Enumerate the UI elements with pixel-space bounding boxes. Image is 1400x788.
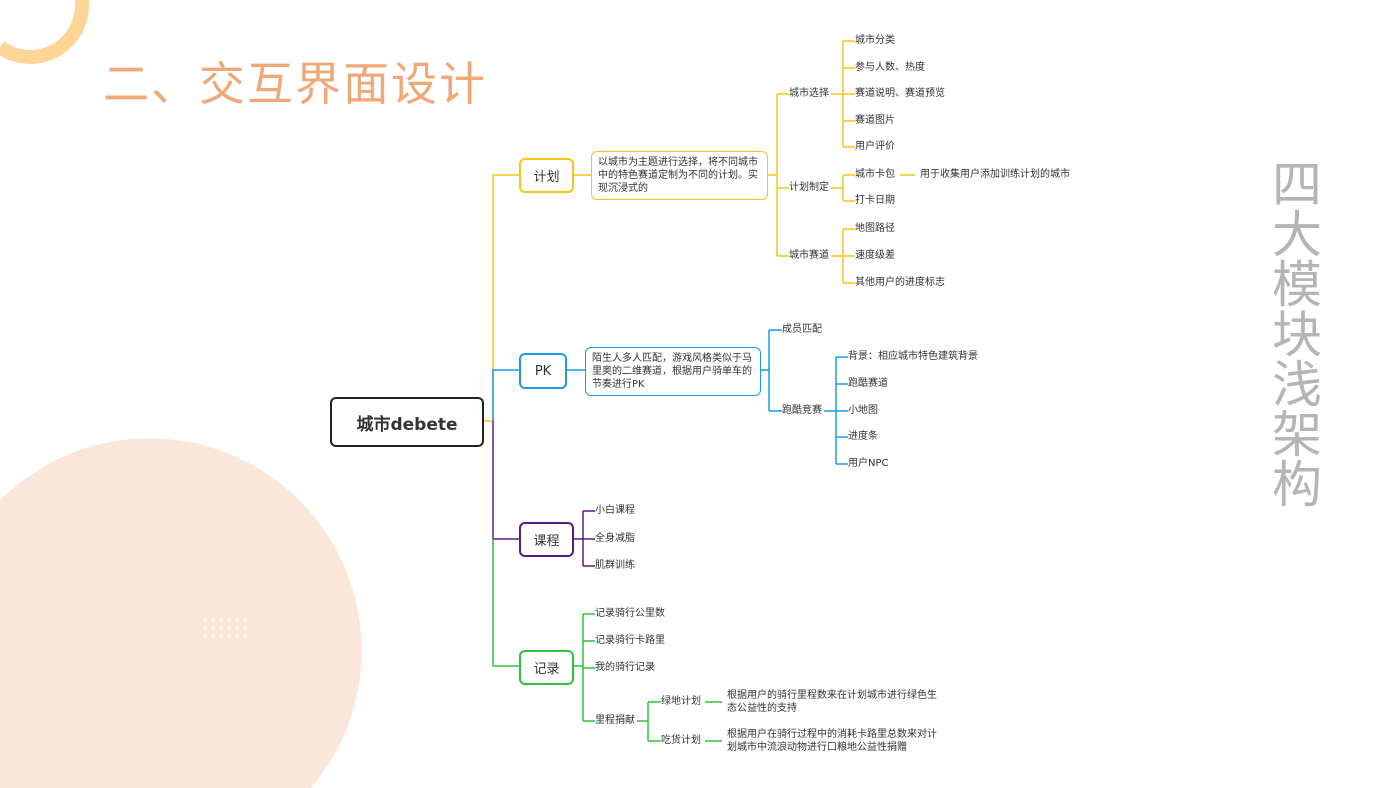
record-item[interactable]: 我的骑行记录 xyxy=(595,662,655,673)
plan-item[interactable]: 打卡日期 xyxy=(855,195,895,206)
plan-item[interactable]: 速度级差 xyxy=(855,250,895,261)
pk-item[interactable]: 用户NPC xyxy=(848,458,889,469)
plan-item[interactable]: 赛道说明、赛道预览 xyxy=(855,88,945,99)
food-plan-description: 根据用户在骑行过程中的消耗卡路里总数来对计划城市中流浪动物进行口粮地公益性捐赠 xyxy=(727,729,937,753)
pk-item[interactable]: 小地图 xyxy=(848,405,878,416)
course-item[interactable]: 小白课程 xyxy=(595,505,635,516)
record-item[interactable]: 记录骑行卡路里 xyxy=(595,635,665,646)
green-plan-description: 根据用户的骑行里程数来在计划城市进行绿色生态公益性的支持 xyxy=(727,690,937,714)
node-pk[interactable]: PK xyxy=(519,353,567,389)
plan-item[interactable]: 城市分类 xyxy=(855,35,895,46)
plan-item[interactable]: 用户评价 xyxy=(855,141,895,152)
node-plan[interactable]: 计划 xyxy=(519,158,574,193)
pk-item[interactable]: 跑酷赛道 xyxy=(848,378,888,389)
plan-item[interactable]: 其他用户的进度标志 xyxy=(855,277,945,288)
plan-description: 以城市为主题进行选择，将不同城市中的特色赛道定制为不同的计划。实现沉浸式的 xyxy=(591,151,768,200)
plan-item[interactable]: 参与人数、热度 xyxy=(855,62,925,73)
plan-city-track[interactable]: 城市赛道 xyxy=(789,250,829,261)
plan-city-select[interactable]: 城市选择 xyxy=(789,88,829,99)
course-item[interactable]: 肌群训练 xyxy=(595,560,635,571)
pk-description: 陌生人多人匹配，游戏风格类似于马里奥的二维赛道，根据用户骑单车的节奏进行PK xyxy=(585,347,761,396)
pk-match[interactable]: 成员匹配 xyxy=(782,324,822,335)
plan-item[interactable]: 城市卡包 xyxy=(855,169,895,180)
plan-make[interactable]: 计划制定 xyxy=(789,182,829,193)
record-item[interactable]: 记录骑行公里数 xyxy=(595,608,665,619)
page-title: 二、交互界面设计 xyxy=(103,57,487,111)
root-node[interactable]: 城市debete xyxy=(330,397,484,447)
side-title: 四大模块浅架构 xyxy=(1264,158,1322,508)
course-item[interactable]: 全身减脂 xyxy=(595,533,635,544)
plan-item[interactable]: 地图路径 xyxy=(855,223,895,234)
record-food-plan[interactable]: 吃货计划 xyxy=(661,735,701,746)
pk-item[interactable]: 背景：相应城市特色建筑背景 xyxy=(848,351,978,362)
plan-item[interactable]: 赛道图片 xyxy=(855,115,895,126)
plan-card-note: 用于收集用户添加训练计划的城市 xyxy=(920,169,1070,180)
record-green-plan[interactable]: 绿地计划 xyxy=(661,696,701,707)
record-donate[interactable]: 里程捐献 xyxy=(595,715,635,726)
node-record[interactable]: 记录 xyxy=(519,650,574,685)
node-course[interactable]: 课程 xyxy=(519,522,574,557)
pk-item[interactable]: 进度条 xyxy=(848,431,878,442)
pk-parkour[interactable]: 跑酷竞赛 xyxy=(782,405,822,416)
